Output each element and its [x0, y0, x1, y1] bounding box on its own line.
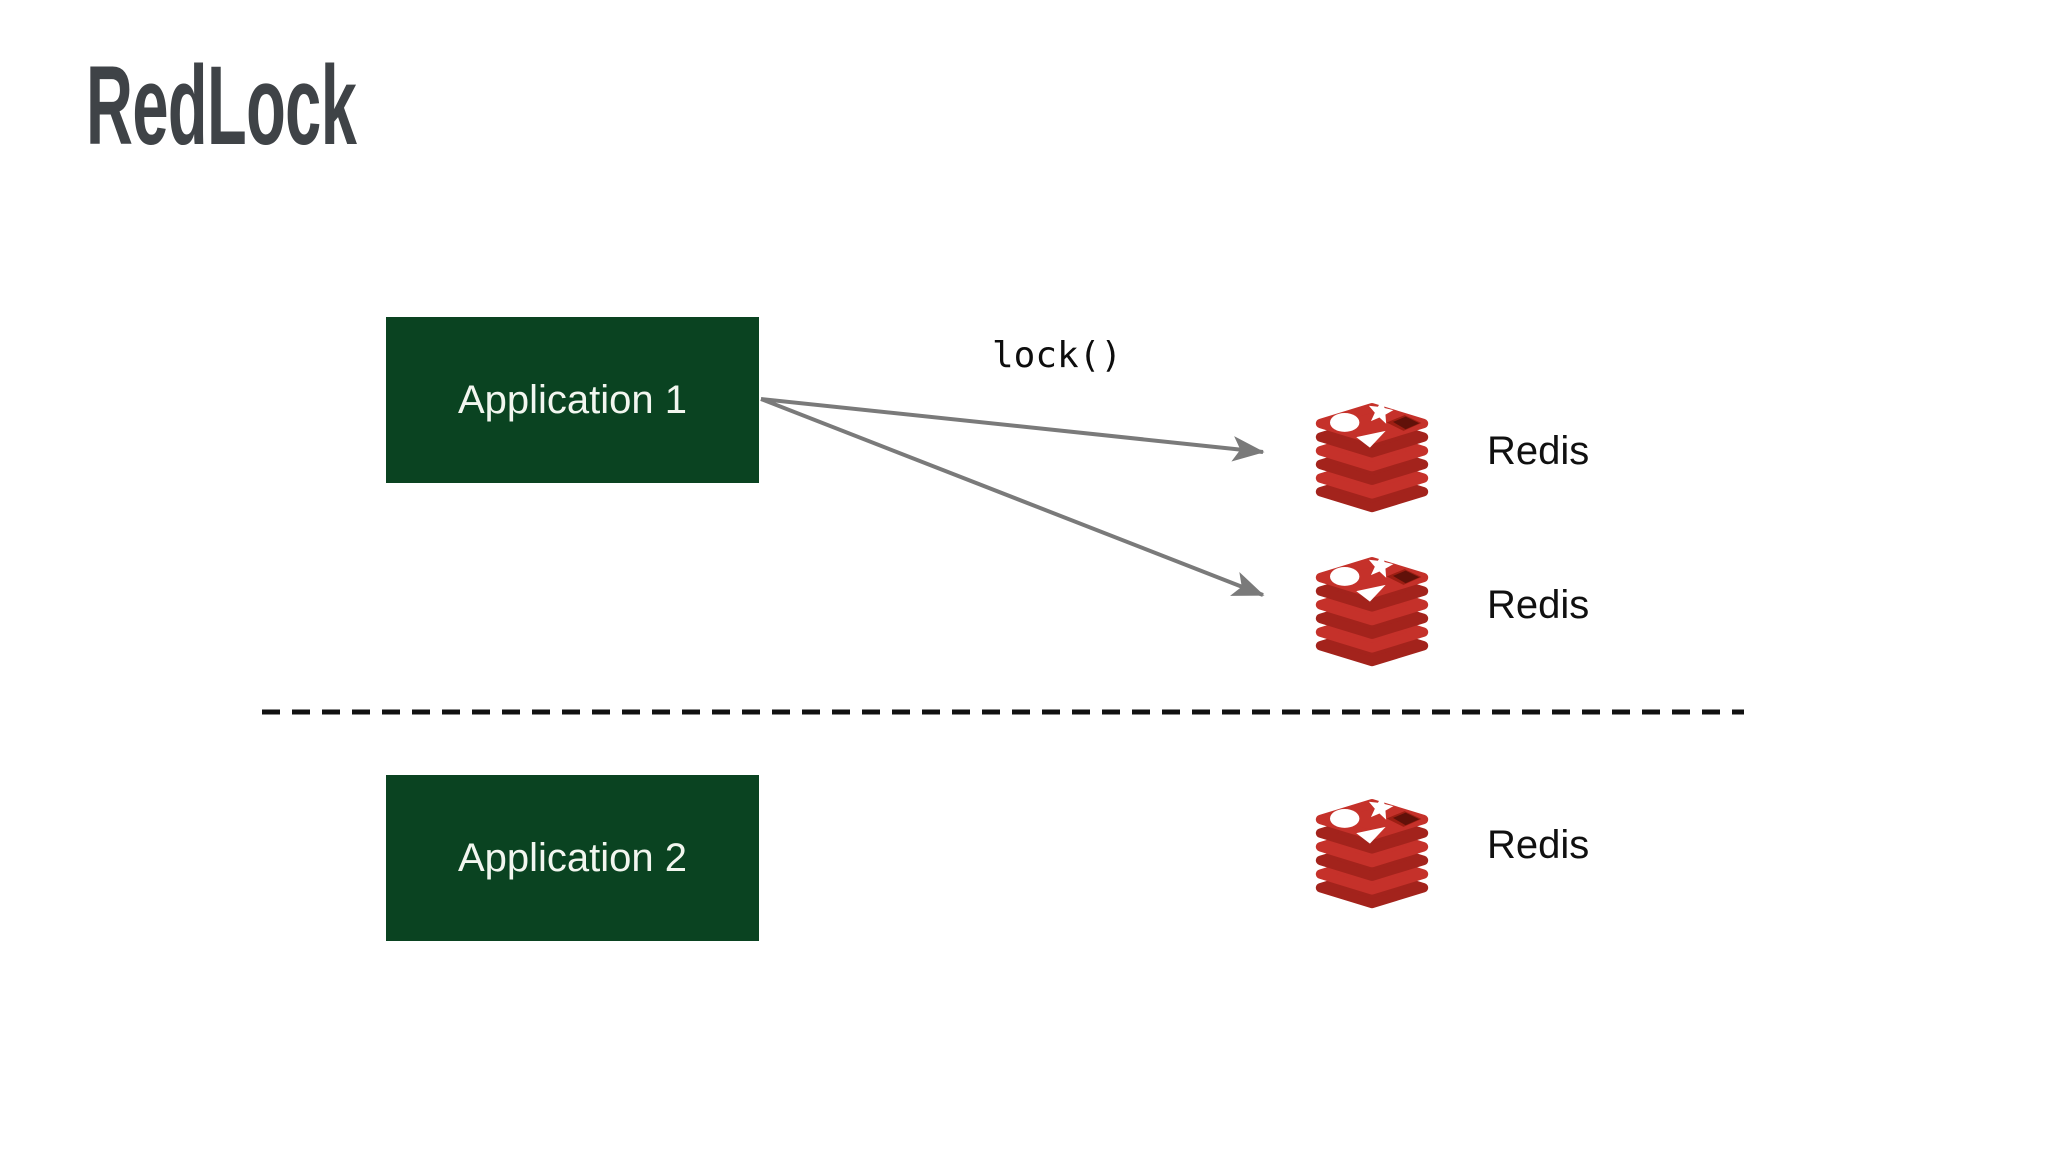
application-1-label: Application 1	[457, 377, 688, 422]
arrow-app1-to-redis2	[760, 397, 1265, 597]
redis-icon	[1302, 546, 1442, 672]
redis-node-3-label: Redis	[1487, 823, 1590, 867]
lock-call-annotation: lock()	[992, 335, 1123, 376]
redis-node-2-label: Redis	[1487, 583, 1590, 627]
redis-icon	[1302, 392, 1442, 518]
application-2-node: Application 2	[386, 775, 759, 941]
application-1-node: Application 1	[386, 317, 759, 483]
slide-title: RedLock	[86, 43, 357, 168]
application-2-label: Application 2	[457, 835, 688, 880]
redis-node-1-label: Redis	[1487, 429, 1590, 473]
arrow-app1-to-redis1	[760, 397, 1265, 462]
redis-icon	[1302, 788, 1442, 914]
